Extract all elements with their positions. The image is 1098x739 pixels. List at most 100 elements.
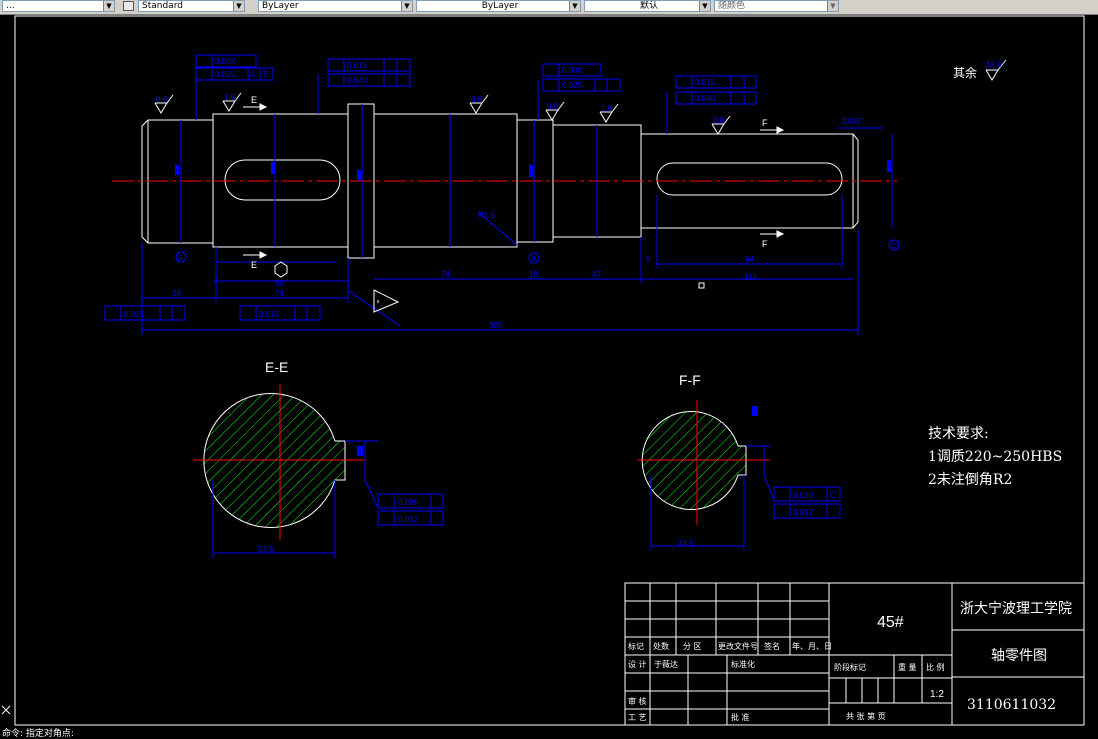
layer-color-dropdown[interactable]: ByLayer ▼ <box>258 0 413 12</box>
tb-ratio: 比 例 <box>926 662 945 672</box>
sheet-border <box>14 15 1085 726</box>
lineweight-dropdown[interactable]: 默认 ▼ <box>584 0 711 12</box>
tol-e2: 0.012 <box>398 515 419 524</box>
shaft-outline <box>141 103 859 259</box>
dim-74: 74 <box>275 289 284 298</box>
roughness-values: 0.8 1.6 0.8 0.8 1.6 0.8 12.5 <box>156 60 1002 125</box>
tech-item-2: 2未注倒角R2 <box>928 472 1012 488</box>
chevron-down-icon[interactable]: ▼ <box>699 1 710 11</box>
tb-col-doc: 更改文件号 <box>718 641 758 651</box>
tb-col-sign: 签名 <box>764 641 780 651</box>
title-block-grid <box>624 582 1085 726</box>
dim-47: 47 <box>592 270 601 279</box>
hex-marker <box>274 261 288 278</box>
roughness-08a: 0.8 <box>156 95 168 104</box>
dim-50: 50 <box>275 279 284 288</box>
tb-designer: 于薇达 <box>654 659 678 669</box>
command-line[interactable]: 命令: 指定对角点: <box>0 729 1098 739</box>
section-f-top: F <box>762 118 768 128</box>
section-e-title: E-E <box>265 359 288 375</box>
chevron-down-icon[interactable]: ▼ <box>569 1 580 11</box>
tol-2a: 0.015 <box>347 61 368 70</box>
roughness-other-value: 12.5 <box>986 60 1002 69</box>
surface-symbol <box>373 289 400 313</box>
roughness-08c: 0.8 <box>547 102 559 111</box>
dimension-lines <box>141 70 893 335</box>
tb-approve: 批 准 <box>731 712 750 722</box>
dim-305: 305 <box>489 321 503 330</box>
section-e-top: E <box>251 95 257 105</box>
roughness-16a: 1.6 <box>224 93 236 102</box>
tb-standardize: 标准化 <box>731 659 755 669</box>
tol-e1: 0.020 <box>398 498 419 507</box>
tb-stage: 阶段标记 <box>834 662 866 672</box>
tol-ref-c: C <box>830 491 836 500</box>
dim-8: 8 <box>214 277 219 286</box>
tol-ref-b: B <box>263 70 268 79</box>
tol-2b: 0.040 <box>347 76 368 85</box>
tol-f1: 0.020 <box>793 491 814 500</box>
roughness-08b: 0.8 <box>471 95 483 104</box>
dim-r1: R1.5 <box>478 211 495 220</box>
section-f-width: 44.5 <box>678 539 694 548</box>
dim-18: 18 <box>529 270 538 279</box>
tol-1b: 0.025 <box>215 70 236 79</box>
tech-requirements: 技术要求: 1调质220~250HBS 2未注倒角R2 <box>928 426 1062 488</box>
dimstyle-icon[interactable] <box>123 1 134 11</box>
tb-col-date: 年、月、日 <box>792 641 832 651</box>
dimension-texts: 38 8 74 50 74 18 47 8 94 112 305 R1.5 2X… <box>172 117 864 330</box>
tol-5: 0.015 <box>124 310 145 319</box>
cad-drawing: 38 8 74 50 74 18 47 8 94 112 305 R1.5 2X… <box>1 15 1085 726</box>
tech-item-1: 1调质220~250HBS <box>928 449 1062 465</box>
drawing-canvas[interactable]: 38 8 74 50 74 18 47 8 94 112 305 R1.5 2X… <box>0 14 1098 729</box>
tb-design: 设 计 <box>628 659 647 669</box>
roughness-08d: 0.8 <box>713 116 725 125</box>
tol-ref-a: A <box>250 70 256 79</box>
tb-col-zone: 分 区 <box>683 642 702 651</box>
tol-4a: 0.015 <box>695 78 716 87</box>
layer-color-value: ByLayer <box>262 1 299 11</box>
datum-circles <box>175 239 900 264</box>
datum-b: B <box>531 256 536 263</box>
section-e-view <box>193 385 379 558</box>
dim-112: 112 <box>744 273 757 282</box>
tb-craft: 工 艺 <box>628 713 647 722</box>
section-f-bottom: F <box>762 239 768 249</box>
chevron-down-icon[interactable]: ▼ <box>233 1 244 11</box>
text-style-value: ... <box>6 1 15 11</box>
ucs-icon <box>1 705 11 715</box>
command-text: 命令: 指定对角点: <box>2 729 74 739</box>
diameter-markers <box>175 160 891 180</box>
dim-style-value: Standard <box>142 1 183 11</box>
datum-letters: A B C <box>178 243 896 263</box>
dim-94: 94 <box>745 255 754 264</box>
roughness-symbols <box>154 59 1007 135</box>
plotstyle-dropdown[interactable]: 随颜色 ▼ <box>714 0 839 12</box>
tolerance-values: 0.008 0.025 A B 0.015 0.040 0.008 0.025 … <box>124 57 836 524</box>
section-e-width: 53.5 <box>258 545 274 554</box>
tol-1a: 0.008 <box>215 57 236 66</box>
tb-weight: 重 量 <box>898 662 917 672</box>
tol-3b: 0.025 <box>562 81 583 90</box>
dim-style-dropdown[interactable]: Standard ▼ <box>138 0 245 12</box>
lineweight-value: 默认 <box>639 1 658 11</box>
section-arrows <box>243 103 785 259</box>
properties-toolbar: ... ▼ Standard ▼ ByLayer ▼ ByLayer ▼ 默认 … <box>0 0 1098 15</box>
section-e-bottom: E <box>251 260 257 270</box>
tb-drawing-no: 3110611032 <box>967 697 1056 713</box>
datum-a: A <box>178 255 183 262</box>
chevron-down-icon[interactable]: ▼ <box>827 1 838 11</box>
tb-scale: 1:2 <box>930 689 944 700</box>
tb-material: 45# <box>877 614 904 631</box>
title-block-labels: 标记 处数 分 区 更改文件号 签名 年、月、日 设 计 于薇达 标准化 审 核… <box>628 641 945 722</box>
tb-col-count: 处数 <box>653 641 669 651</box>
tech-title: 技术要求: <box>928 426 989 442</box>
roughness-16b: 1.6 <box>601 104 613 113</box>
chevron-down-icon[interactable]: ▼ <box>401 1 412 11</box>
tol-3a: 0.008 <box>562 66 583 75</box>
tol-6: 0.015 <box>259 310 280 319</box>
section-f-title: F-F <box>679 372 701 388</box>
text-style-dropdown[interactable]: ... ▼ <box>2 0 115 12</box>
linetype-dropdown[interactable]: ByLayer ▼ <box>416 0 581 12</box>
chevron-down-icon[interactable]: ▼ <box>103 1 114 11</box>
